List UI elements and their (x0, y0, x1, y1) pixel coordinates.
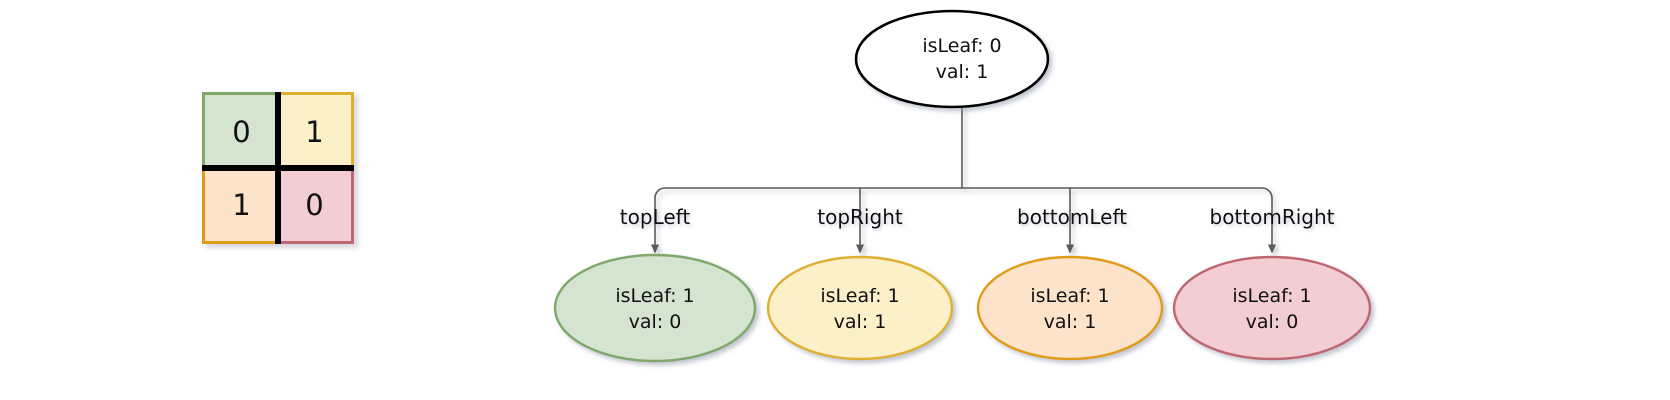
edge-labels: topLeft topRight bottomLeft bottomRight (620, 205, 1335, 229)
leaf-bottom-right[interactable]: isLeaf: 1 val: 0 (1172, 255, 1372, 361)
root-node-line2: val: 1 (936, 61, 989, 83)
grid-cell-bottom-left-value: 1 (232, 187, 251, 222)
leaf-top-left-ellipse (553, 253, 757, 363)
leaf-bottom-left-line2: val: 1 (1044, 311, 1097, 333)
leaf-top-right-line2: val: 1 (834, 311, 887, 333)
edge-label-bottomright: bottomRight (1210, 205, 1335, 229)
input-grid-cells: 0 1 1 0 (202, 92, 354, 244)
edge-label-bottomleft: bottomLeft (1017, 205, 1127, 229)
leaf-bottom-left-line1: isLeaf: 1 (1030, 285, 1109, 307)
leaf-bottom-left[interactable]: isLeaf: 1 val: 1 (976, 255, 1164, 361)
leaf-bottom-right-line1: isLeaf: 1 (1232, 285, 1311, 307)
root-node[interactable]: isLeaf: 0 val: 1 (854, 9, 1050, 109)
grid-cell-bottom-right-value: 0 (305, 187, 324, 222)
leaf-bottom-right-line2: val: 0 (1246, 311, 1299, 333)
leaf-top-left[interactable]: isLeaf: 1 val: 0 (553, 253, 757, 363)
edge-label-topright: topRight (817, 205, 903, 229)
grid-cell-bottom-left[interactable]: 1 (202, 168, 278, 244)
grid-cell-top-right[interactable]: 1 (278, 92, 354, 168)
leaf-top-left-line1: isLeaf: 1 (615, 285, 694, 307)
tree-connectors (651, 103, 1276, 254)
leaf-top-left-line2: val: 0 (629, 311, 682, 333)
leaf-bottom-left-ellipse (976, 255, 1164, 361)
leaf-top-right[interactable]: isLeaf: 1 val: 1 (766, 255, 954, 361)
root-node-ellipse (854, 9, 1050, 109)
leaf-bottom-right-ellipse (1172, 255, 1372, 361)
grid-cell-top-left-value: 0 (232, 114, 251, 149)
grid-cell-top-left[interactable]: 0 (202, 92, 278, 168)
leaf-top-right-ellipse (766, 255, 954, 361)
root-node-line1: isLeaf: 0 (922, 35, 1001, 57)
input-grid: 0 1 1 0 (202, 92, 358, 248)
grid-cell-bottom-right[interactable]: 0 (278, 168, 354, 244)
leaf-top-right-line1: isLeaf: 1 (820, 285, 899, 307)
grid-cell-top-right-value: 1 (305, 114, 324, 149)
edge-label-topleft: topLeft (620, 205, 691, 229)
grid-horizontal-divider (202, 165, 354, 171)
